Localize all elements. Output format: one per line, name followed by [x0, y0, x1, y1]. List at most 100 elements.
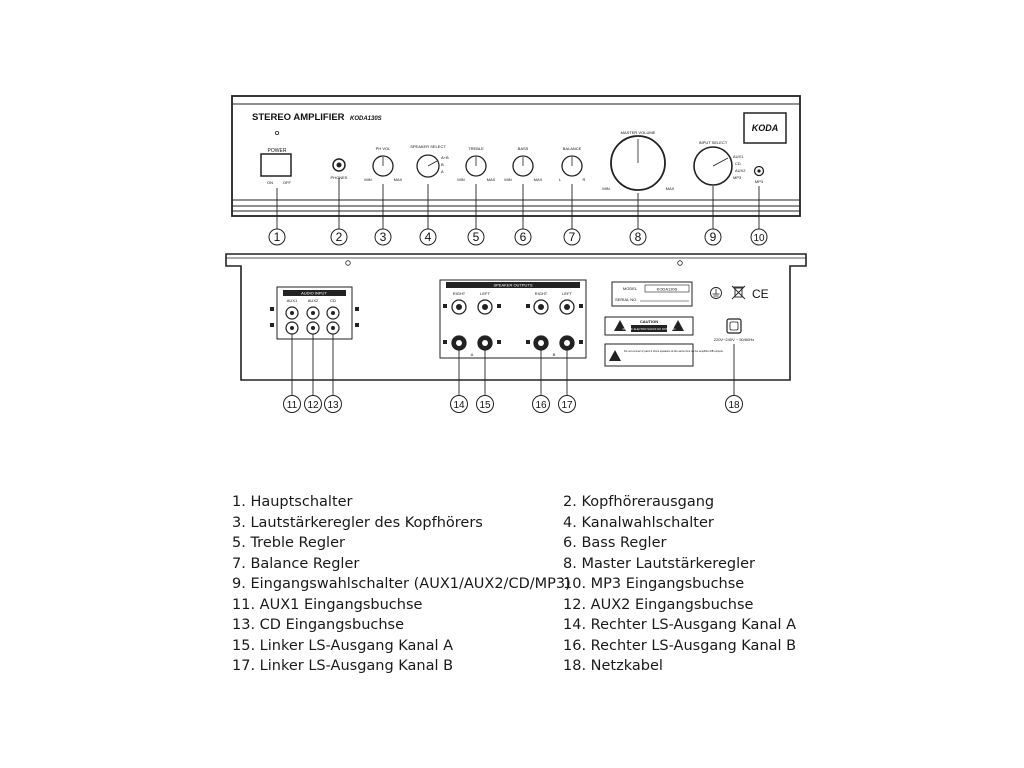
callout-4: 4 [419, 228, 437, 246]
cd-jacks[interactable] [326, 306, 340, 335]
callout-6: 6 [514, 228, 532, 246]
callout-2: 2 [330, 228, 348, 246]
rear-screw-right [677, 260, 683, 266]
callout-6-num: 6 [520, 230, 527, 244]
warning-triangle-icon [609, 350, 621, 361]
front-model: KODA130S [350, 116, 382, 122]
callout-7: 7 [563, 228, 581, 246]
callout-14-num: 14 [453, 400, 465, 411]
speaker-a-right-terminal[interactable] [451, 299, 467, 351]
treble-max-label: MAX [487, 177, 496, 182]
phones-label: PHONES [331, 175, 348, 180]
speaker-b-right-terminal[interactable] [533, 299, 549, 351]
callout-13-num: 13 [327, 400, 339, 411]
balance-label: BALANCE [563, 146, 582, 151]
callout-12: 12 [304, 395, 322, 413]
callout-10-num: 10 [753, 233, 765, 244]
brand-logo-text: KODA [752, 123, 779, 133]
caution-text: RISK OF ELECTRIC SHOCK DO NOT OPEN [623, 327, 676, 331]
callout-16: 16 [532, 395, 550, 413]
power-led [274, 130, 279, 135]
aux2-jacks[interactable] [306, 306, 320, 335]
ph-vol-label: PH VOL [376, 146, 391, 151]
callout-3: 3 [374, 228, 392, 246]
callout-12-num: 12 [307, 400, 319, 411]
speaker-select-label: SPEAKER SELECT [410, 144, 446, 149]
callout-14: 14 [450, 395, 468, 413]
legend-item-11: 11. AUX1 Eingangsbuchse [232, 596, 423, 613]
out-a-label: A [471, 352, 474, 357]
caution-title: CAUTION [640, 319, 658, 324]
front-callouts [276, 178, 760, 229]
aux1-label: AUX1 [287, 298, 298, 303]
power-label: POWER [268, 148, 287, 154]
callout-13: 13 [324, 395, 342, 413]
speaker-select-opt-2: A [441, 169, 444, 174]
treble-label: TREBLE [468, 146, 484, 151]
model-value: KODA130S [657, 287, 678, 292]
speaker-select-opt-1: B [441, 162, 444, 167]
out-a-right-label: RIGHT [453, 291, 466, 296]
audio-input-label: AUDIO INPUT [301, 291, 327, 296]
speaker-a-left-terminal[interactable] [477, 299, 493, 351]
legend-item-4: 4. Kanalwahlschalter [563, 514, 714, 531]
power-button[interactable] [260, 153, 292, 177]
legend: 1. Hauptschalter 2. Kopfhörerausgang 3. … [232, 492, 832, 692]
balance-l-label: L [559, 177, 562, 182]
ce-mark: CE [752, 287, 769, 301]
input-select-opt-2: AUX2 [735, 168, 746, 173]
callout-9-num: 9 [710, 230, 717, 244]
speaker-select-opt-0: A+B [441, 155, 449, 160]
callout-4-num: 4 [425, 230, 432, 244]
legend-item-7: 7. Balance Regler [232, 555, 360, 572]
callout-1-num: 1 [274, 230, 281, 244]
legend-item-14: 14. Rechter LS-Ausgang Kanal A [563, 617, 797, 633]
master-min-label: MIN [602, 186, 609, 191]
callout-17-num: 17 [561, 400, 573, 411]
legend-item-3: 3. Lautstärkeregler des Kopfhörers [232, 514, 483, 531]
callout-10: 10 [750, 228, 768, 246]
ph-vol-max-label: MAX [394, 177, 403, 182]
warning-triangle-right-icon [672, 320, 684, 331]
warning-label [604, 343, 694, 367]
warning-text: Do not connect 2 pairs 4 ohms speakers a… [624, 349, 724, 353]
legend-item-13: 13. CD Eingangsbuchse [232, 617, 405, 633]
legend-item-17: 17. Linker LS-Ausgang Kanal B [232, 658, 454, 674]
callout-18-num: 18 [728, 400, 740, 411]
out-b-left-label: LEFT [562, 291, 572, 296]
treble-min-label: MIN [457, 177, 464, 182]
master-volume-label: MASTER VOLUME [621, 130, 656, 135]
callout-16-num: 16 [535, 400, 547, 411]
legend-item-6: 6. Bass Regler [563, 535, 667, 551]
serial-label: SERIAL NO. [615, 297, 637, 302]
rear-callouts [291, 334, 735, 396]
callout-15: 15 [476, 395, 494, 413]
input-select-label: INPUT SELECT [699, 140, 728, 145]
callout-7-num: 7 [569, 230, 576, 244]
front-panel: STEREO AMPLIFIER KODA130S KODA POWER ON … [231, 95, 801, 217]
power-on-label: ON [267, 180, 273, 185]
brand-logo: KODA [743, 112, 787, 144]
callout-5-num: 5 [473, 230, 480, 244]
out-a-left-label: LEFT [480, 291, 490, 296]
callout-8-num: 8 [635, 230, 642, 244]
master-max-label: MAX [666, 186, 675, 191]
legend-item-8: 8. Master Lautstärkeregler [563, 555, 755, 572]
warning-triangle-left-icon [614, 320, 626, 331]
front-title: STEREO AMPLIFIER [252, 112, 345, 123]
legend-item-16: 16. Rechter LS-Ausgang Kanal B [563, 637, 797, 654]
legend-item-12: 12. AUX2 Eingangsbuchse [563, 596, 754, 613]
balance-r-label: R [583, 177, 586, 182]
rear-screw-left [345, 260, 351, 266]
mp3-label: MP3 [755, 179, 764, 184]
input-select-opt-0: AUX1 [733, 154, 744, 159]
model-label: MODEL [623, 286, 638, 291]
bass-label: BASS [518, 146, 529, 151]
callout-8: 8 [629, 228, 647, 246]
callout-9: 9 [704, 228, 722, 246]
out-b-right-label: RIGHT [535, 291, 548, 296]
aux2-label: AUX2 [308, 298, 319, 303]
out-b-label: B [553, 352, 556, 357]
legend-item-10: 10. MP3 Eingangsbuchse [563, 576, 745, 592]
ph-vol-min-label: MIN [364, 177, 371, 182]
